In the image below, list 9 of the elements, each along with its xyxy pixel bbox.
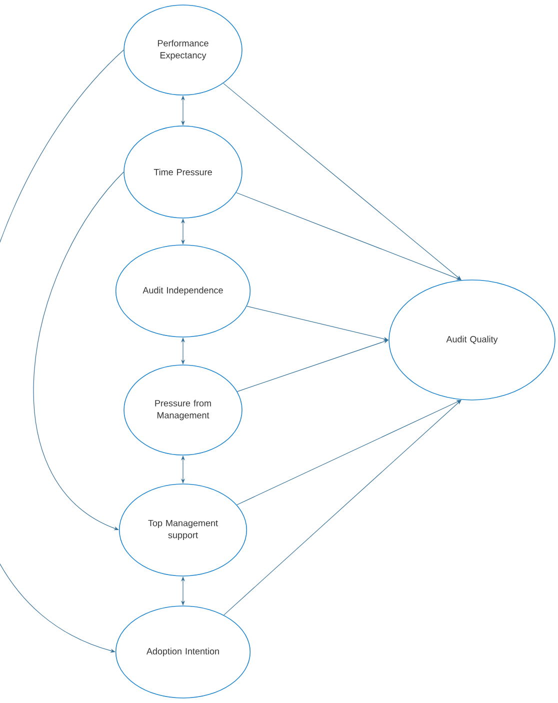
ellipse-node: Pressure from Management: [124, 364, 242, 456]
arrow: [0, 50, 124, 653]
ellipse-node: Performance Expectancy: [124, 4, 242, 96]
ellipse-node: Time Pressure: [124, 126, 242, 218]
ellipse-node: Top Management support: [118, 484, 248, 576]
arrow: [34, 172, 124, 530]
ellipse-node: Audit Independence: [115, 244, 251, 338]
ellipse-node: Audit Quality: [388, 280, 556, 400]
ellipse-node: Adoption Intention: [115, 606, 251, 698]
